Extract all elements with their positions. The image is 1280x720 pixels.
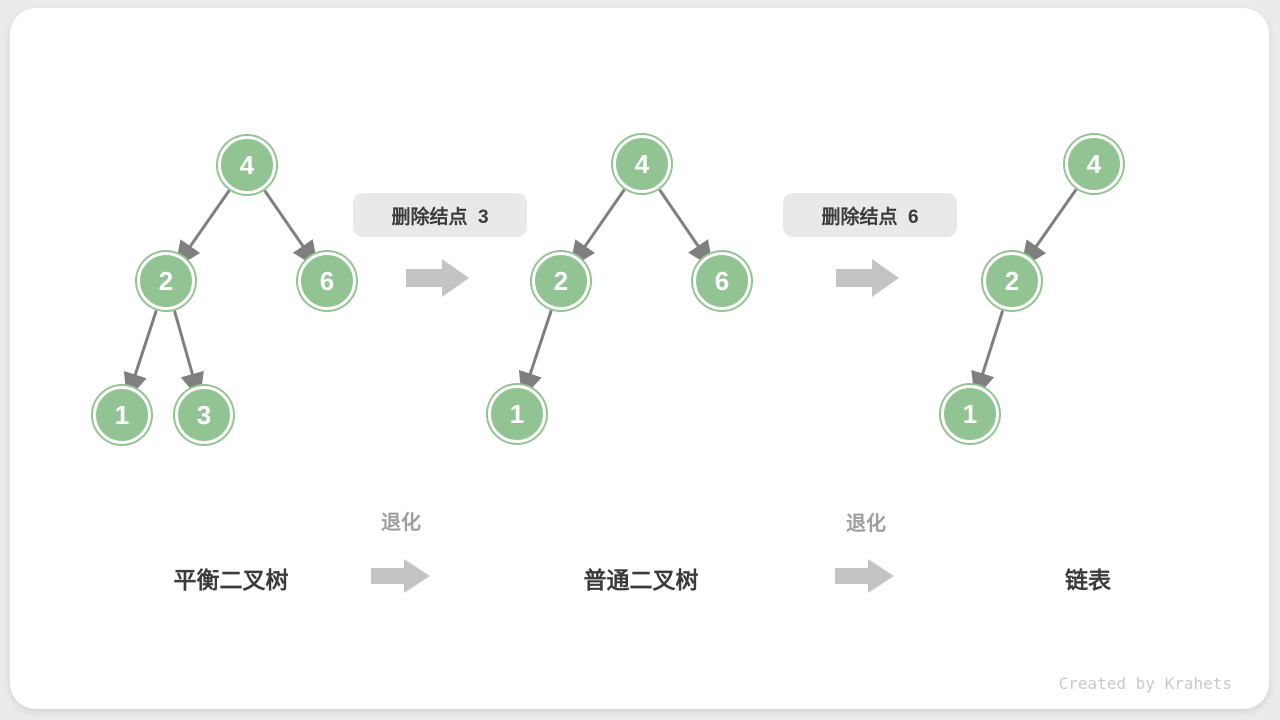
degrade-label: 退化 bbox=[381, 512, 421, 534]
balanced-binary-tree-node-2: 2 bbox=[137, 252, 195, 310]
balanced-binary-tree-node-6: 6 bbox=[298, 252, 356, 310]
delete-node-6-label: 删除结点 6 bbox=[783, 193, 957, 237]
right-arrow-icon bbox=[836, 259, 899, 297]
balanced-binary-tree-node-1: 1 bbox=[93, 386, 151, 444]
linked-list-node-4: 4 bbox=[1065, 135, 1123, 193]
degrade-label: 退化 bbox=[846, 513, 886, 535]
ordinary-binary-tree-node-2: 2 bbox=[532, 252, 590, 310]
watermark-credit: Created by Krahets bbox=[1058, 674, 1232, 693]
right-arrow-icon bbox=[835, 559, 894, 593]
caption-ordinary-binary-tree: 普通二叉树 bbox=[583, 567, 699, 593]
balanced-binary-tree-node-4: 4 bbox=[218, 136, 276, 194]
right-arrow-icon bbox=[371, 559, 430, 593]
linked-list-node-1: 1 bbox=[941, 385, 999, 443]
right-arrow-icon bbox=[406, 259, 469, 297]
balanced-binary-tree-node-3: 3 bbox=[175, 386, 233, 444]
delete-node-3-label: 删除结点 3 bbox=[353, 193, 527, 237]
caption-linked-list: 链表 bbox=[1065, 567, 1111, 593]
linked-list-node-2: 2 bbox=[983, 252, 1041, 310]
ordinary-binary-tree-node-1: 1 bbox=[488, 385, 546, 443]
ordinary-binary-tree-node-6: 6 bbox=[693, 252, 751, 310]
canvas-card bbox=[10, 8, 1269, 709]
ordinary-binary-tree-node-4: 4 bbox=[613, 135, 671, 193]
caption-balanced-binary-tree: 平衡二叉树 bbox=[173, 567, 289, 593]
